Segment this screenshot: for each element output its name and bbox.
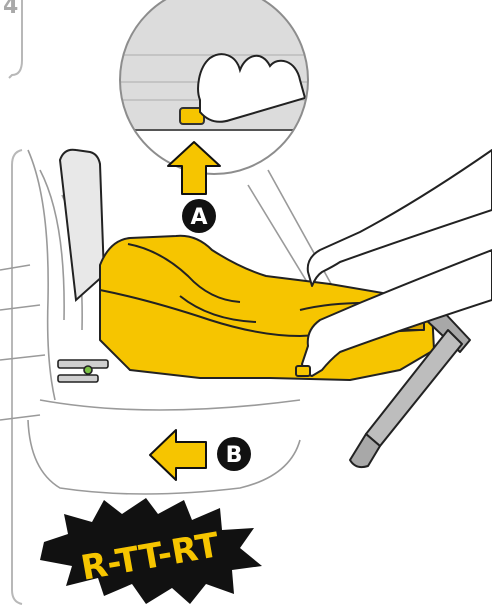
- step-frame-top: [9, 0, 22, 78]
- arrow-left-icon: [150, 430, 206, 480]
- marker-a-label: A: [190, 205, 207, 230]
- base-backrest-panel: [60, 150, 104, 300]
- step-frame-left: [12, 150, 22, 604]
- arrow-up-icon: [168, 142, 220, 194]
- click-sound-burst: R-TT-RT: [40, 498, 262, 604]
- release-button-icon: [296, 366, 310, 376]
- marker-a: A: [182, 199, 216, 233]
- zoom-detail-circle: [110, 0, 320, 174]
- isofix-connectors: [58, 360, 108, 382]
- marker-b: B: [217, 437, 251, 471]
- marker-b-label: B: [226, 443, 243, 468]
